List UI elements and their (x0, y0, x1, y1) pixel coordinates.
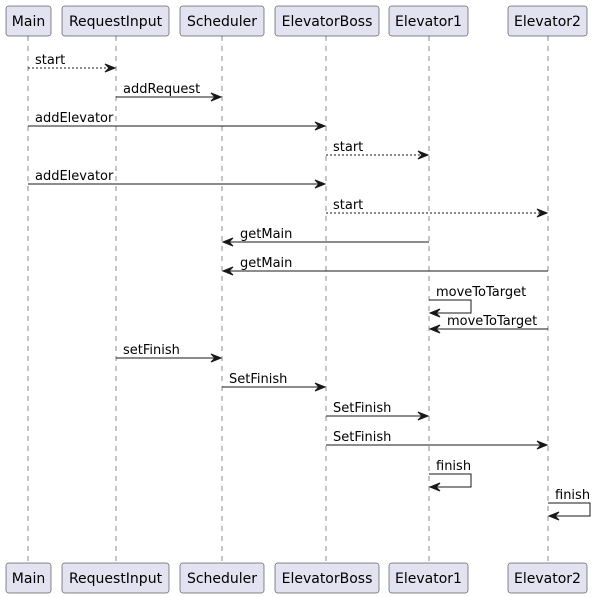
participant-main-bottom: Main (5, 562, 52, 594)
participant-label: Elevator1 (395, 571, 462, 587)
arrowhead (314, 121, 327, 131)
arrowhead (417, 411, 430, 421)
message-0: start (28, 53, 117, 73)
participant-box (388, 5, 469, 37)
message-label: start (35, 53, 65, 68)
arrowhead (210, 92, 223, 102)
message-label: moveToTarget (436, 285, 526, 300)
participant-elevator1-bottom: Elevator1 (388, 562, 469, 594)
message-label: addRequest (123, 82, 200, 97)
participant-box (179, 562, 265, 594)
message-10: setFinish (116, 343, 223, 363)
arrowhead (536, 440, 549, 450)
participant-box (61, 5, 170, 37)
participant-box (61, 562, 170, 594)
participant-box (274, 5, 380, 37)
participant-label: RequestInput (69, 571, 163, 587)
participant-main-top: Main (5, 5, 52, 37)
arrowhead (428, 308, 441, 318)
participant-requestinput-bottom: RequestInput (61, 562, 170, 594)
arrowhead (547, 511, 560, 521)
message-line (548, 502, 591, 517)
participant-box (274, 562, 380, 594)
arrowhead (428, 324, 441, 334)
arrowhead (104, 63, 117, 73)
message-label: setFinish (123, 343, 180, 358)
message-9: moveToTarget (428, 314, 548, 334)
message-4: addElevator (28, 169, 327, 189)
participant-label: Elevator1 (395, 14, 462, 30)
message-label: start (333, 198, 363, 213)
message-2: addElevator (28, 111, 327, 131)
participant-box (5, 5, 52, 37)
message-label: SetFinish (333, 401, 391, 416)
participant-elevatorboss-bottom: ElevatorBoss (274, 562, 380, 594)
participant-box (507, 5, 588, 37)
participant-label: Elevator2 (514, 14, 581, 30)
arrowhead (314, 382, 327, 392)
message-label: getMain (240, 227, 292, 242)
participant-box (388, 562, 469, 594)
participant-elevator2-top: Elevator2 (507, 5, 588, 37)
participant-label: Main (12, 571, 45, 587)
message-label: finish (436, 459, 471, 474)
participant-scheduler-bottom: Scheduler (179, 562, 265, 594)
arrowhead (417, 150, 430, 160)
arrowhead (314, 179, 327, 189)
message-label: SetFinish (333, 430, 391, 445)
message-12: SetFinish (326, 401, 430, 421)
participant-label: Elevator2 (514, 571, 581, 587)
message-label: start (333, 140, 363, 155)
message-label: SetFinish (229, 372, 287, 387)
participant-label: Scheduler (187, 14, 257, 30)
arrowhead (210, 353, 223, 363)
participant-label: ElevatorBoss (282, 571, 373, 587)
message-label: getMain (240, 256, 292, 271)
message-label: moveToTarget (447, 314, 537, 329)
participant-label: RequestInput (69, 14, 163, 30)
participant-elevator1-top: Elevator1 (388, 5, 469, 37)
message-6: getMain (221, 227, 429, 247)
message-label: finish (555, 488, 590, 503)
message-5: start (326, 198, 549, 218)
message-line (429, 473, 472, 488)
message-14: finish (428, 459, 472, 492)
participant-elevator2-bottom: Elevator2 (507, 562, 588, 594)
participant-label: Main (12, 14, 45, 30)
arrowhead (536, 208, 549, 218)
message-label: addElevator (35, 169, 114, 184)
participant-scheduler-top: Scheduler (179, 5, 265, 37)
arrowhead (221, 237, 234, 247)
message-line (429, 299, 472, 314)
message-7: getMain (221, 256, 548, 276)
message-3: start (326, 140, 430, 160)
participant-box (507, 562, 588, 594)
participant-box (179, 5, 265, 37)
message-label: addElevator (35, 111, 114, 126)
participant-requestinput-top: RequestInput (61, 5, 170, 37)
message-13: SetFinish (326, 430, 549, 450)
arrowhead (428, 482, 441, 492)
message-8: moveToTarget (428, 285, 526, 318)
participant-label: ElevatorBoss (282, 14, 373, 30)
participant-label: Scheduler (187, 571, 257, 587)
participant-box (5, 562, 52, 594)
message-1: addRequest (116, 82, 223, 102)
message-15: finish (547, 488, 591, 521)
participant-elevatorboss-top: ElevatorBoss (274, 5, 380, 37)
arrowhead (221, 266, 234, 276)
message-11: SetFinish (222, 372, 327, 392)
